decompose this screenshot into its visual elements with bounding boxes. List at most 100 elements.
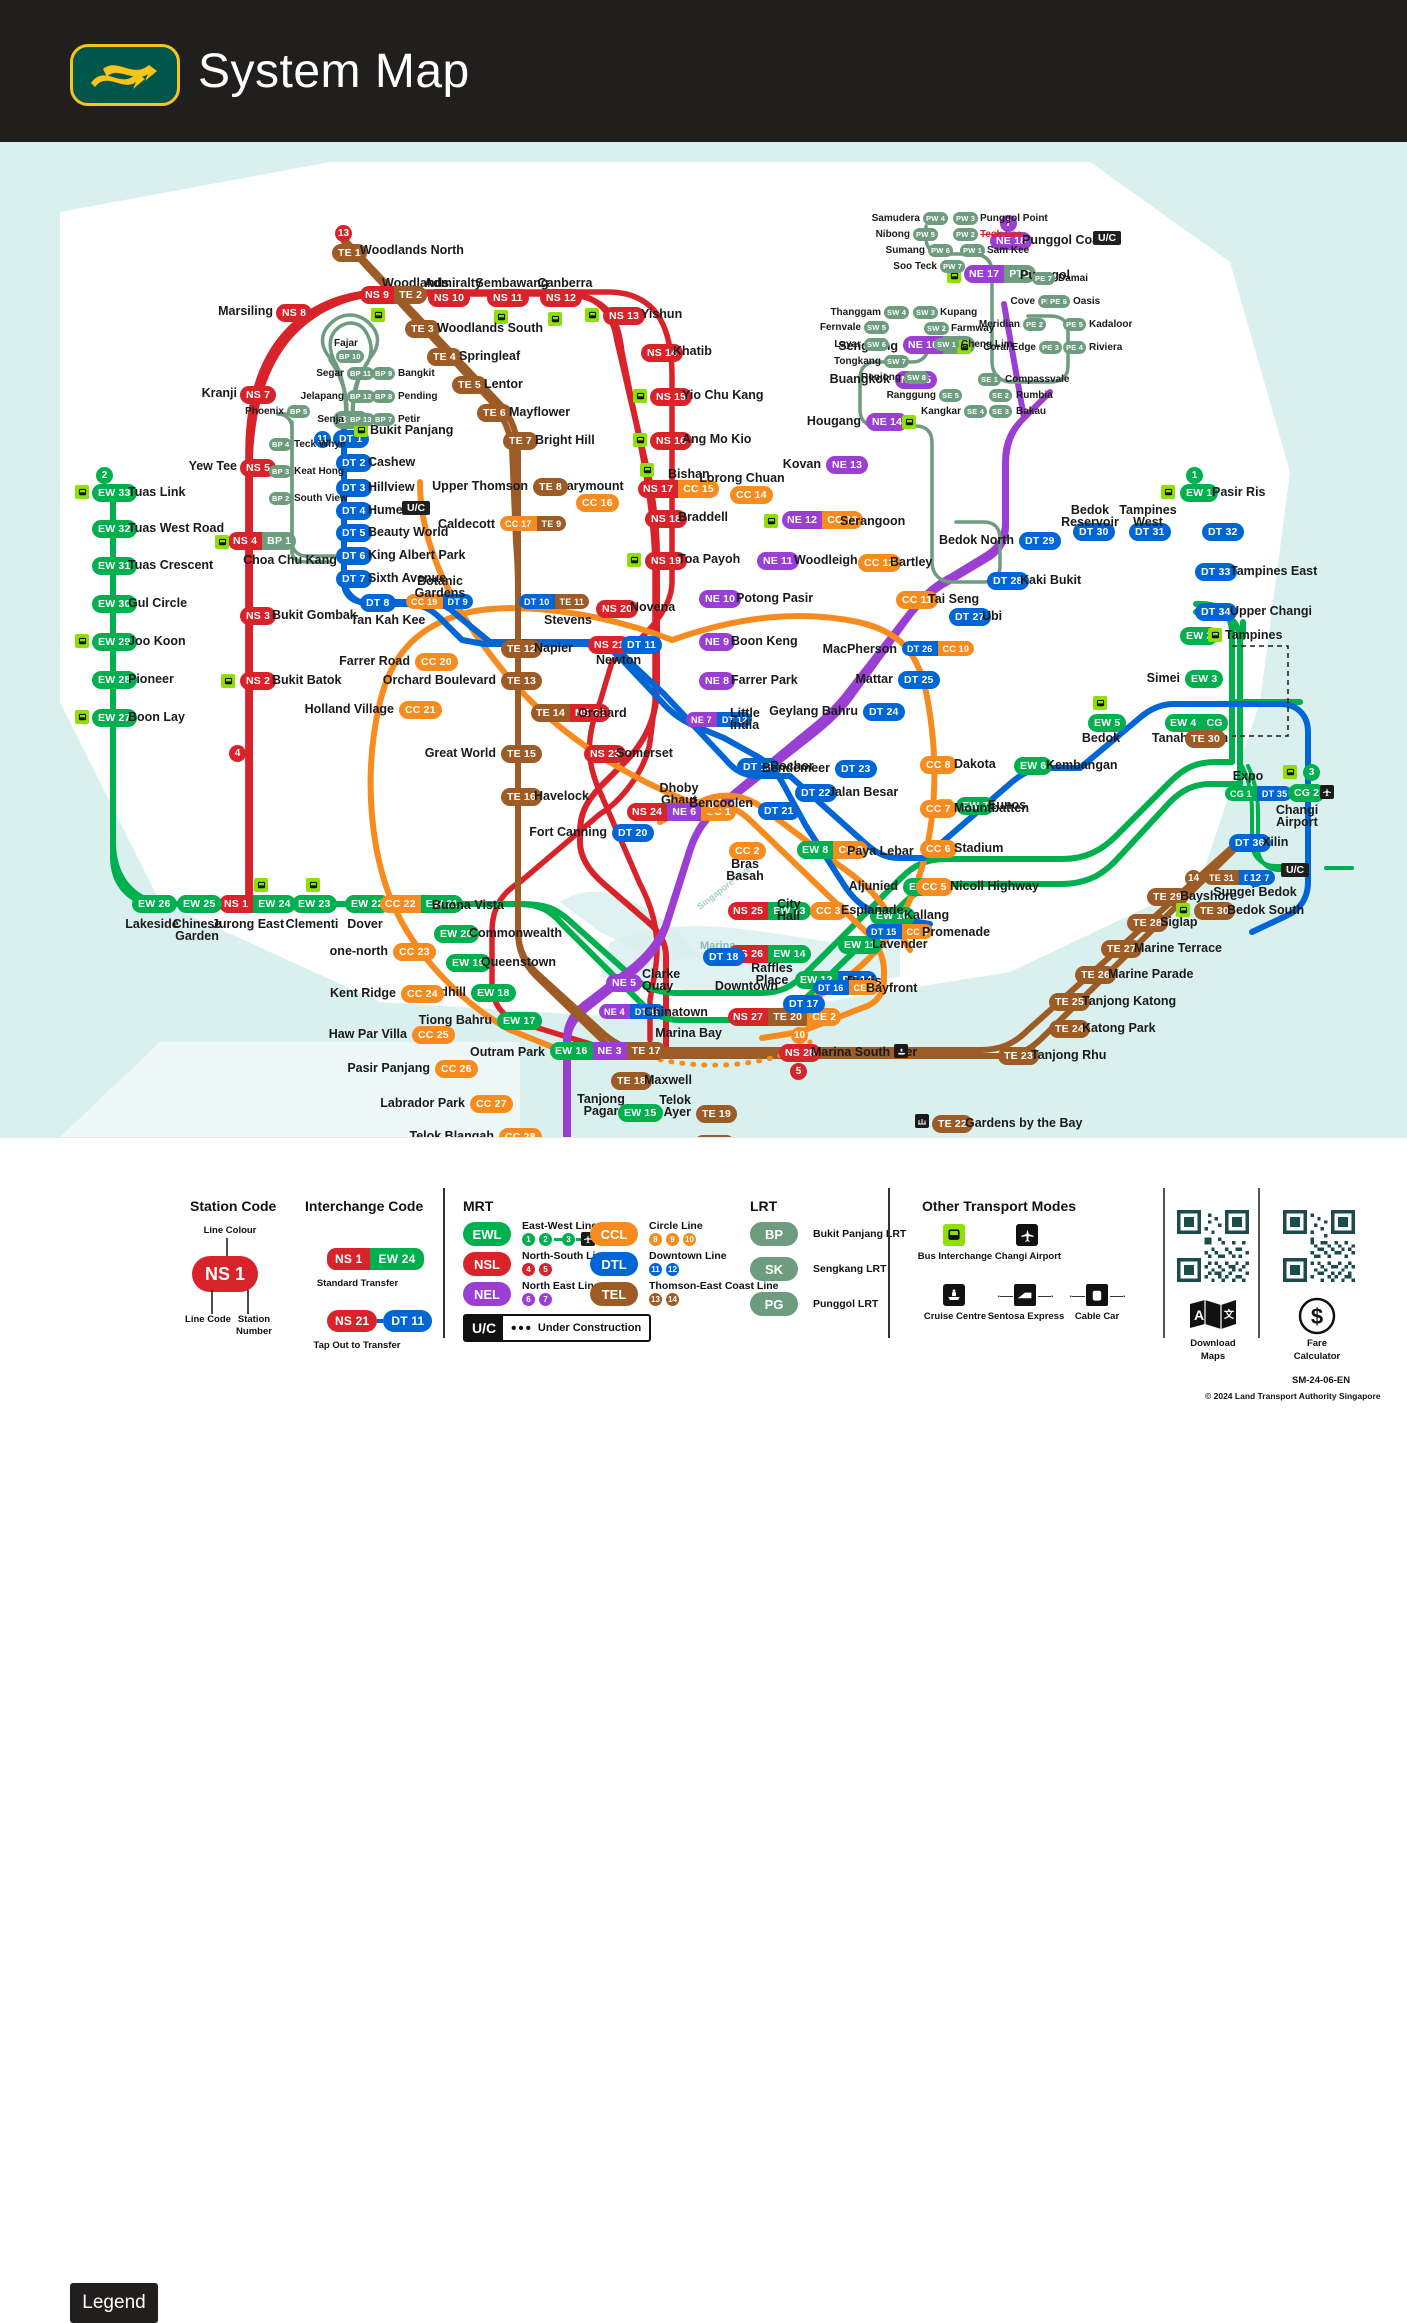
station-code-ne8[interactable]: NE 8 (699, 672, 736, 690)
lrt-code-pw3[interactable]: PW 3 (953, 212, 979, 225)
station-code-ew31[interactable]: EW 31 (92, 557, 137, 575)
station-code-ne9[interactable]: NE 9 (699, 633, 736, 651)
station-interchange-buona-vista[interactable]: CC 22 EW 21 (380, 895, 464, 913)
station-interchange-dhoby-ghaut[interactable]: NS 24 NE 6 CC 1 (627, 803, 737, 821)
station-code-te28[interactable]: TE 28 (1127, 914, 1169, 932)
station-code-te13[interactable]: TE 13 (501, 672, 543, 690)
station-code-ne13[interactable]: NE 13 (826, 456, 869, 474)
station-interchange-stevens[interactable]: DT 10 TE 11 (519, 594, 590, 609)
station-code-ne18[interactable]: NE 18 (990, 232, 1033, 250)
station-code-dt3[interactable]: DT 3 (336, 479, 372, 497)
lrt-code-bp13[interactable]: BP 13 (347, 413, 375, 426)
station-interchange-chinatown[interactable]: NE 4 DT 19 (599, 1004, 666, 1019)
station-code-ns12[interactable]: NS 12 (540, 289, 583, 307)
station-code-te3[interactable]: TE 3 (405, 320, 440, 338)
station-code-ew11[interactable]: EW 11 (838, 936, 882, 954)
station-code-te26[interactable]: TE 26 (1075, 966, 1117, 984)
lrt-code-pe6[interactable]: PE 6 (1047, 295, 1071, 308)
lrt-code-pe5[interactable]: PE 5 (1063, 318, 1087, 331)
station-interchange-caldecott[interactable]: CC 17 TE 9 (500, 516, 567, 531)
station-code-ns10[interactable]: NS 10 (428, 289, 471, 307)
station-code-dt11[interactable]: DT 11 (621, 636, 663, 654)
lrt-code-pw2[interactable]: PW 2 (953, 228, 979, 241)
lrt-code-bp7[interactable]: BP 7 (372, 413, 396, 426)
station-code-ew27[interactable]: EW 27 (92, 709, 137, 727)
station-code-ew33[interactable]: EW 33 (92, 484, 137, 502)
station-code-ew3[interactable]: EW 3 (1185, 670, 1224, 688)
station-code-ns3[interactable]: NS 3 (240, 607, 277, 625)
lrt-code-bp11[interactable]: BP 11 (347, 367, 375, 380)
lrt-code-bp9[interactable]: BP 9 (372, 367, 396, 380)
station-code-cc16[interactable]: CC 16 (576, 494, 619, 512)
station-code-te6[interactable]: TE 6 (477, 404, 512, 422)
station-code-cc14[interactable]: CC 14 (730, 486, 773, 504)
station-code-dt6[interactable]: DT 6 (336, 547, 372, 565)
lrt-code-bp2[interactable]: BP 2 (269, 492, 293, 505)
station-code-cc20[interactable]: CC 20 (415, 653, 458, 671)
station-code-ns7[interactable]: NS 7 (240, 386, 277, 404)
station-code-cc27[interactable]: CC 27 (470, 1095, 513, 1113)
station-code-cc11[interactable]: CC 11 (896, 591, 939, 609)
lrt-code-bp5[interactable]: BP 5 (287, 405, 311, 418)
lrt-code-sw2[interactable]: SW 2 (924, 322, 950, 335)
station-code-ew7[interactable]: EW 7 (956, 797, 995, 815)
station-code-ew32[interactable]: EW 32 (92, 520, 137, 538)
lrt-code-bp12[interactable]: BP 12 (347, 390, 375, 403)
station-code-cc5[interactable]: CC 5 (916, 878, 953, 896)
station-code-ns14[interactable]: NS 14 (641, 344, 684, 362)
station-interchange-woodlands[interactable]: NS 9 TE 2 (360, 286, 428, 304)
station-code-te8[interactable]: TE 8 (533, 478, 568, 496)
lrt-code-se5[interactable]: SE 5 (939, 389, 963, 402)
station-code-ew28[interactable]: EW 28 (92, 671, 137, 689)
station-code-dt18[interactable]: DT 18 (703, 948, 745, 966)
station-interchange-little-india[interactable]: NE 7 DT 12 (686, 712, 753, 727)
station-code-ew25[interactable]: EW 25 (177, 895, 222, 913)
lrt-code-pe7[interactable]: PE 7 (1032, 272, 1056, 285)
lrt-code-pw6[interactable]: PW 6 (928, 244, 954, 257)
station-code-cc24[interactable]: CC 24 (401, 985, 444, 1003)
station-code-ns11[interactable]: NS 11 (487, 289, 529, 307)
lrt-code-pw1[interactable]: PW 1 (960, 244, 986, 257)
station-code-te25[interactable]: TE 25 (1049, 993, 1091, 1011)
station-code-cc7[interactable]: CC 7 (920, 800, 957, 818)
lrt-code-sw5[interactable]: SW 5 (864, 321, 890, 334)
station-code-ns5[interactable]: NS 5 (240, 459, 277, 477)
lrt-code-bp4[interactable]: BP 4 (269, 438, 293, 451)
station-interchange-city-hall[interactable]: NS 25 EW 13 (728, 902, 811, 920)
station-code-ew23[interactable]: EW 23 (292, 895, 337, 913)
station-code-dt36[interactable]: DT 36 (1229, 834, 1271, 852)
station-code-dt29[interactable]: DT 29 (1019, 532, 1061, 550)
lrt-code-pe4[interactable]: PE 4 (1063, 341, 1087, 354)
station-code-ns16[interactable]: NS 16 (650, 432, 693, 450)
station-code-dt5[interactable]: DT 5 (336, 524, 372, 542)
station-code-te18[interactable]: TE 18 (611, 1072, 653, 1090)
station-code-ew20[interactable]: EW 20 (434, 925, 479, 943)
station-code-te22[interactable]: TE 22 (932, 1115, 974, 1133)
lrt-code-pe2[interactable]: PE 2 (1023, 318, 1047, 331)
station-interchange-botanic-gardens[interactable]: CC 19 DT 9 (406, 594, 473, 609)
station-interchange-marina-bay[interactable]: NS 27 TE 20 CE 2 (728, 1008, 842, 1026)
station-code-te1[interactable]: TE 1 (332, 244, 367, 262)
fare-calculator-qr-code[interactable] (1283, 1210, 1355, 1282)
station-code-dt25[interactable]: DT 25 (898, 671, 940, 689)
lrt-code-sw3[interactable]: SW 3 (913, 306, 939, 319)
station-interchange-orchard[interactable]: TE 14 NS 22 (531, 704, 611, 722)
map-canvas[interactable]: Marina Bay Singapore River (0, 142, 1407, 1137)
lrt-code-se4[interactable]: SE 4 (964, 405, 988, 418)
lrt-code-bp8[interactable]: BP 8 (372, 390, 396, 403)
station-code-cc23[interactable]: CC 23 (393, 943, 436, 961)
station-code-ew18[interactable]: EW 18 (471, 984, 516, 1002)
station-code-te7[interactable]: TE 7 (503, 432, 538, 450)
lrt-code-bp3[interactable]: BP 3 (269, 465, 293, 478)
station-code-cc6[interactable]: CC 6 (920, 840, 957, 858)
station-code-dt8[interactable]: DT 8 (360, 594, 396, 612)
station-interchange-tanah-merah[interactable]: EW 4 CG (1165, 714, 1228, 732)
station-code-ns23[interactable]: NS 23 (584, 745, 627, 763)
station-code-dt20[interactable]: DT 20 (612, 824, 654, 842)
lrt-code-sw4[interactable]: SW 4 (884, 306, 910, 319)
station-interchange-serangoon[interactable]: NE 12 CC 13 (782, 511, 863, 529)
station-code-dt30[interactable]: DT 30 (1073, 523, 1115, 541)
station-code-dt17[interactable]: DT 17 (783, 995, 825, 1013)
station-code-dt7[interactable]: DT 7 (336, 570, 372, 588)
station-code-ne11[interactable]: NE 11 (757, 552, 799, 570)
